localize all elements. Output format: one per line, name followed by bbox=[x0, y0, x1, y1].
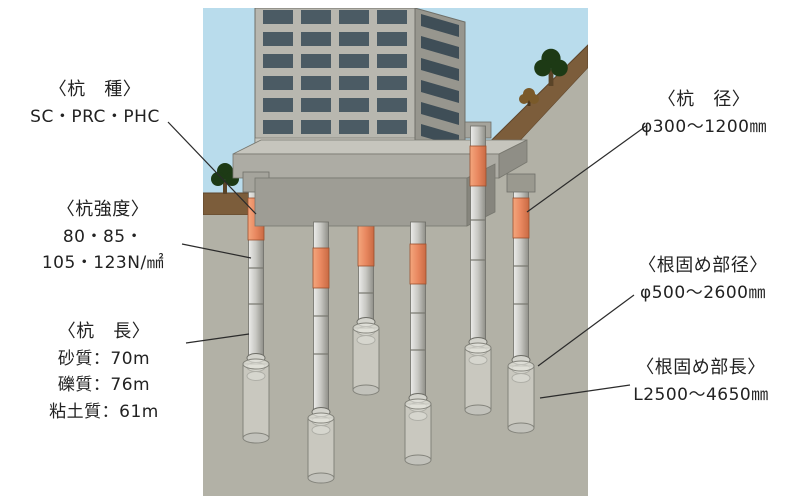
label-title: 〈根固め部径〉 bbox=[638, 255, 768, 276]
pile bbox=[404, 221, 432, 466]
pile bbox=[307, 221, 335, 484]
label-line: SC・PRC・PHC bbox=[30, 106, 160, 127]
root-bulb bbox=[352, 322, 380, 396]
pile bbox=[352, 167, 380, 396]
label-line: φ500〜2600㎜ bbox=[640, 282, 766, 303]
pile bbox=[464, 121, 492, 416]
label-pile-diameter: 〈杭 径〉 φ300〜1200㎜ bbox=[612, 86, 796, 140]
label-line: 粘土質：61m bbox=[49, 401, 159, 422]
label-title: 〈杭強度〉 bbox=[56, 199, 150, 220]
label-pile-strength: 〈杭強度〉 80・85・ 105・123N/㎟ bbox=[14, 196, 192, 277]
label-line: φ300〜1200㎜ bbox=[641, 116, 767, 137]
label-line: 砂質：70m bbox=[57, 348, 151, 369]
pile bbox=[507, 183, 535, 434]
pile-cap-lower bbox=[254, 163, 496, 227]
pile-cap bbox=[232, 139, 536, 193]
root-bulb bbox=[404, 398, 432, 466]
foundation-illustration bbox=[203, 8, 588, 496]
label-root-diameter: 〈根固め部径〉 φ500〜2600㎜ bbox=[608, 252, 798, 306]
root-bulb bbox=[242, 358, 270, 444]
root-bulb bbox=[464, 342, 492, 416]
building bbox=[254, 8, 466, 167]
root-bulb bbox=[307, 412, 335, 484]
label-pile-length: 〈杭 長〉 砂質：70m 礫質：76m 粘土質：61m bbox=[20, 318, 188, 425]
pile-corbel bbox=[506, 173, 536, 193]
tree-icon bbox=[534, 48, 568, 86]
root-bulb bbox=[507, 360, 535, 434]
label-title: 〈杭 径〉 bbox=[657, 89, 751, 110]
label-root-length: 〈根固め部長〉 L2500〜4650㎜ bbox=[604, 354, 798, 408]
label-pile-type: 〈杭 種〉 SC・PRC・PHC bbox=[6, 76, 184, 130]
label-line: L2500〜4650㎜ bbox=[633, 384, 769, 405]
shrub-icon bbox=[519, 88, 539, 106]
label-line: 80・85・ bbox=[62, 226, 144, 247]
label-line: 105・123N/㎟ bbox=[41, 253, 165, 274]
label-title: 〈根固め部長〉 bbox=[636, 357, 766, 378]
label-title: 〈杭 長〉 bbox=[57, 321, 151, 342]
label-title: 〈杭 種〉 bbox=[48, 79, 142, 100]
building-windows bbox=[263, 10, 407, 134]
label-line: 礫質：76m bbox=[57, 375, 151, 396]
